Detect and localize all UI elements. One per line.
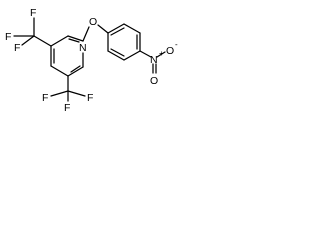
ether-linkage xyxy=(82,24,109,42)
bond-cf3-bottom-f2 xyxy=(67,90,86,97)
bond-b5-b6 xyxy=(107,50,125,61)
bond-cf3-bottom-f1 xyxy=(50,90,69,97)
bond-double-inner-2 xyxy=(70,65,81,73)
atom-label-f-top-upper: F xyxy=(30,7,36,19)
atom-label-o-nitro-double: O xyxy=(150,75,158,87)
bond-c4-cf3-top xyxy=(33,35,52,47)
atom-label-f-top-lower: F xyxy=(14,42,20,54)
atom-label-f-bottom-lower: F xyxy=(64,102,70,112)
atom-label-o-nitro-charge: - xyxy=(175,40,178,49)
bond-c4-c5 xyxy=(50,65,69,77)
atom-label-n-nitro-charge: + xyxy=(159,49,164,58)
bond-cf3-top-f3 xyxy=(21,35,35,46)
bond-o-phenyl xyxy=(97,24,109,34)
bond-c2-o xyxy=(82,26,90,42)
bond-double-b1 xyxy=(110,27,125,36)
atom-label-n-nitro: N xyxy=(150,54,158,66)
bond-n-c2 xyxy=(67,35,84,42)
atom-label-o-ether: O xyxy=(89,16,97,28)
bond-c5-c6 xyxy=(67,66,84,77)
bond-b2-b3 xyxy=(123,23,141,34)
bond-b4-nitro-n xyxy=(139,50,152,58)
cf3-group-top xyxy=(13,17,52,47)
atom-label-f-bottom-left: F xyxy=(42,92,48,104)
pyridine-ring xyxy=(50,35,84,77)
benzene-ring xyxy=(107,23,141,61)
bond-double-b3 xyxy=(110,48,125,57)
atom-label-f-bottom-right: F xyxy=(87,92,93,104)
bond-c2-c3 xyxy=(50,35,69,47)
atom-label-n-pyridine: N xyxy=(79,42,87,54)
atom-label-f-top-left: F xyxy=(5,31,11,43)
structure-diagram: F F F F F F N O N + O - O xyxy=(0,0,184,112)
bond-b4-b5 xyxy=(123,50,141,61)
cf3-group-bottom xyxy=(50,75,86,102)
bond-nitro-n-o-top xyxy=(156,51,166,58)
nitro-group xyxy=(139,50,166,74)
molecule-drawing: F F F F F F N O N + O - O xyxy=(5,7,178,112)
bond-b1-b2 xyxy=(107,23,125,34)
bond-double-inner-3 xyxy=(68,38,80,43)
atom-label-o-nitro-single: O xyxy=(166,45,174,57)
